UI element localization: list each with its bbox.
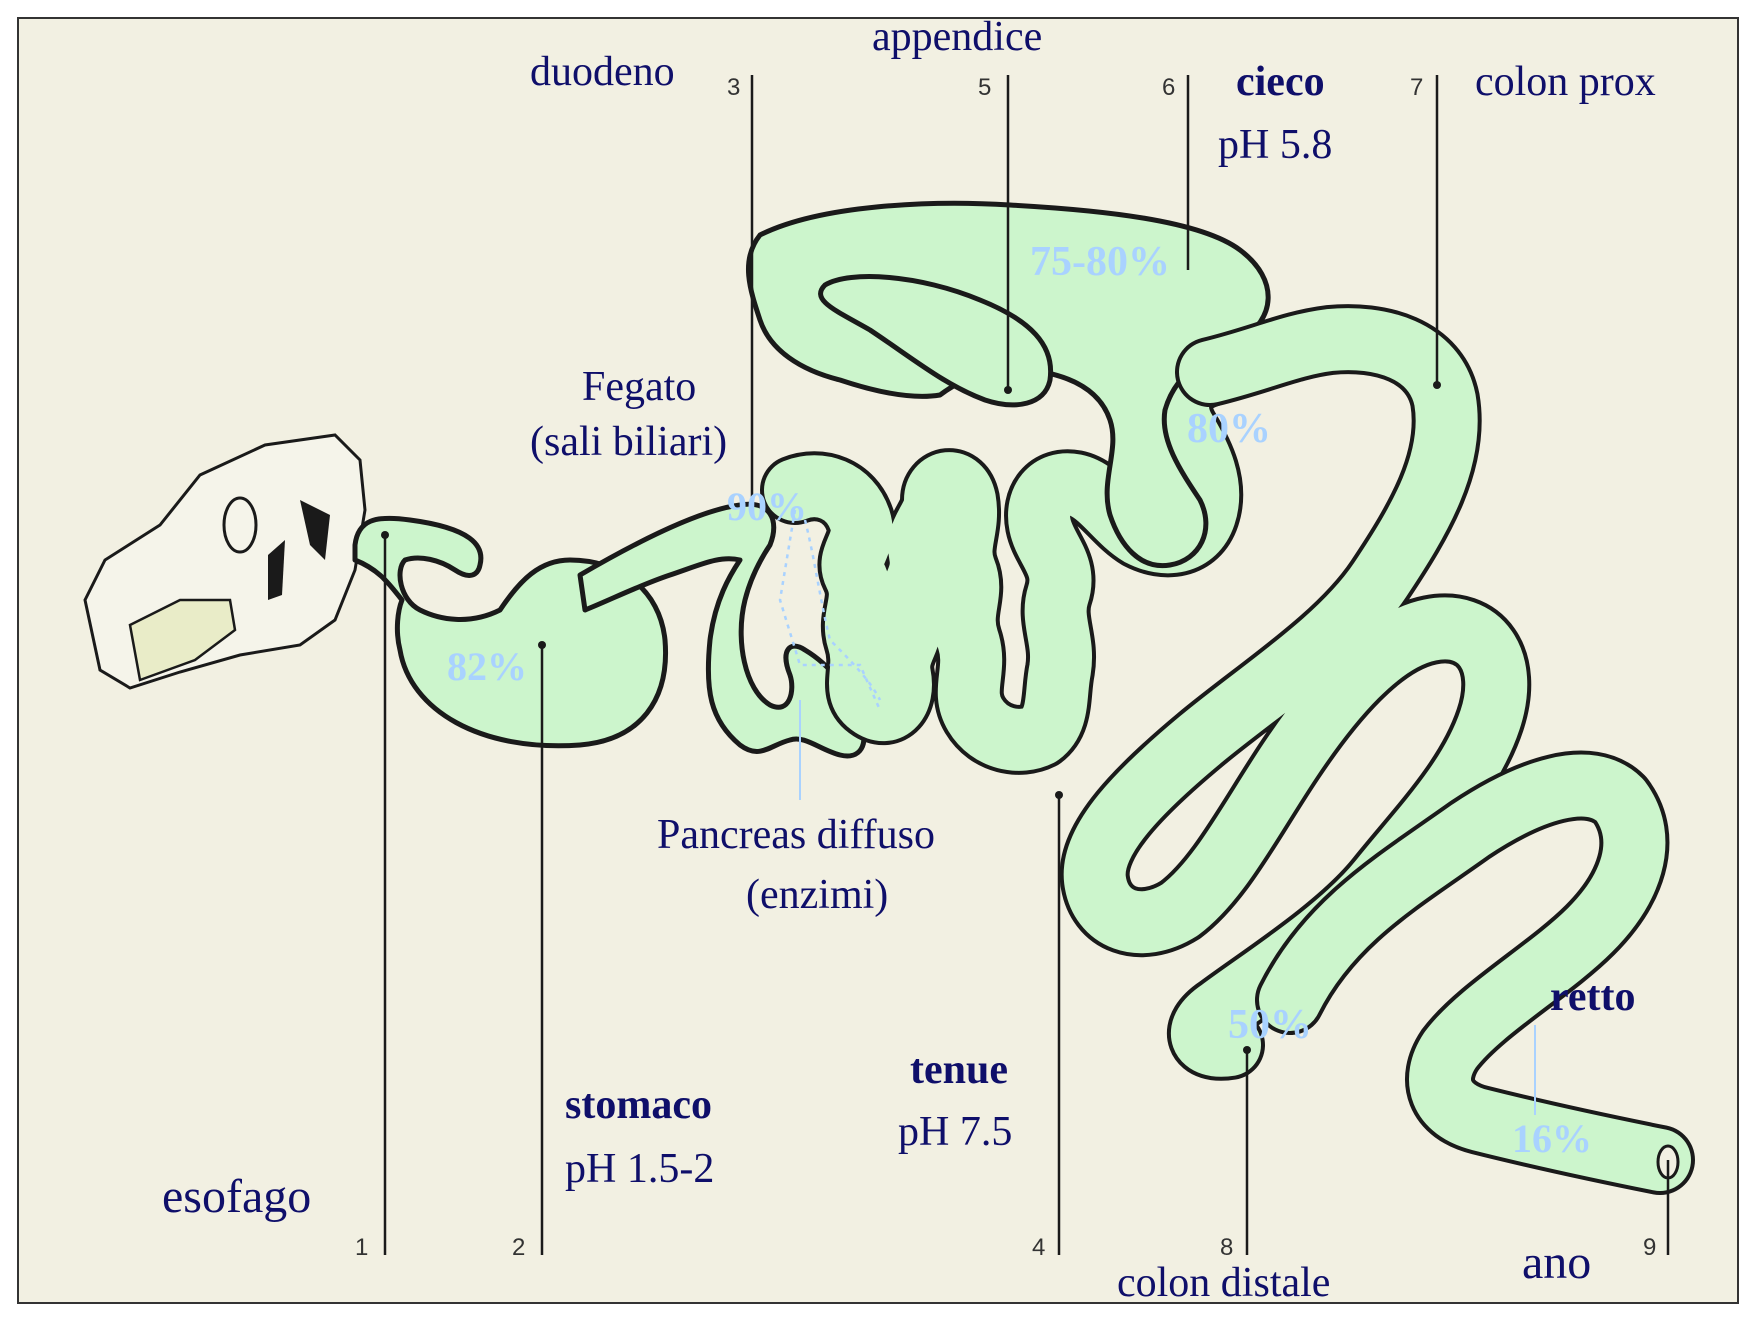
label-tenue: tenue — [910, 1047, 1008, 1093]
marker-5: 5 — [978, 74, 991, 101]
label-colon-distale: colon distale — [1117, 1260, 1330, 1306]
label-cieco: cieco — [1236, 59, 1325, 105]
marker-4: 4 — [1032, 1234, 1045, 1261]
marker-3: 3 — [727, 74, 740, 101]
label-colon-prox: colon prox — [1475, 59, 1656, 105]
percent-colon-prox: 80% — [1187, 406, 1271, 452]
marker-1: 1 — [355, 1234, 368, 1261]
label-stomaco-ph: pH 1.5-2 — [565, 1146, 714, 1192]
label-pancreas: Pancreas diffuso — [657, 812, 935, 858]
label-appendice: appendice — [872, 14, 1042, 60]
label-esofago: esofago — [162, 1170, 311, 1223]
percent-cieco: 75-80% — [1030, 239, 1170, 285]
label-stomaco: stomaco — [565, 1082, 712, 1128]
marker-9: 9 — [1643, 1234, 1656, 1261]
marker-7: 7 — [1410, 74, 1423, 101]
label-retto: retto — [1550, 974, 1636, 1020]
marker-8: 8 — [1220, 1234, 1233, 1261]
percent-colon-distale: 50% — [1228, 1002, 1312, 1048]
marker-2: 2 — [512, 1234, 525, 1261]
label-duodeno: duodeno — [530, 49, 675, 95]
percent-retto: 16% — [1512, 1116, 1592, 1161]
label-pancreas-sub: (enzimi) — [746, 872, 888, 918]
label-fegato-sub: (sali biliari) — [530, 419, 727, 465]
label-fegato: Fegato — [582, 364, 696, 410]
percent-duodeno: 90% — [727, 484, 807, 529]
marker-6: 6 — [1162, 74, 1175, 101]
percent-stomaco: 82% — [447, 644, 527, 689]
label-ano: ano — [1522, 1236, 1591, 1289]
label-cieco-ph: pH 5.8 — [1218, 122, 1332, 168]
label-tenue-ph: pH 7.5 — [898, 1109, 1012, 1155]
